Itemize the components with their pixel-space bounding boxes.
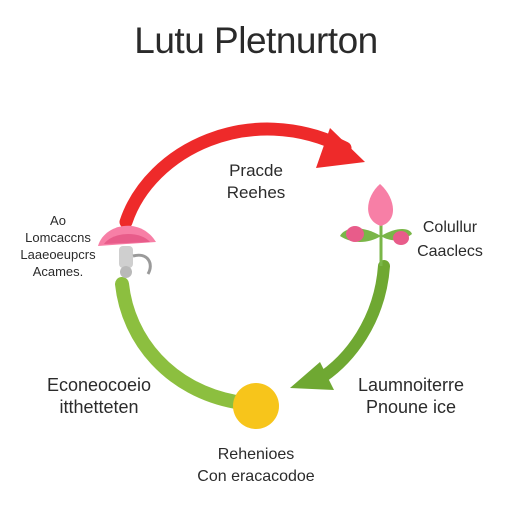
label-right-line: Colullur (422, 219, 478, 236)
label-bottom-right-line: Laumnoiterre (357, 375, 465, 395)
green-arrow-head (290, 362, 334, 390)
green-right-arc (312, 260, 390, 386)
label-left-line: Lomcaccns (25, 230, 91, 245)
label-bottom-line: Con eracacodoe (197, 468, 315, 485)
green-left-arc (115, 277, 243, 409)
label-bottom-right: Laumnoiterre Pnoune ice (336, 374, 486, 418)
label-bottom-left: Econeocoeio itthetteten (24, 374, 174, 418)
label-bottom-left-line: Econeocoeio (46, 375, 152, 395)
label-top-line: Pracde (229, 161, 283, 180)
label-bottom: Rehenioes Con eracacodoe (156, 444, 356, 488)
pink-flower-icon (340, 184, 412, 266)
label-bottom-line: Rehenioes (217, 446, 295, 463)
label-left: Ao Lomcaccns Laaeoeupcrs Acames. (2, 212, 114, 280)
label-top-line: Reehes (226, 183, 286, 202)
label-right: Colullur Caaclecs (400, 216, 500, 264)
red-cycle-arc (119, 122, 352, 229)
label-bottom-left-line: itthetteten (59, 397, 139, 417)
label-top: Pracde Reehes (206, 160, 306, 204)
label-left-line: Ao (50, 213, 66, 228)
label-bottom-right-line: Pnoune ice (365, 397, 457, 417)
label-left-line: Acames. (32, 264, 84, 279)
label-right-line: Caaclecs (417, 243, 483, 260)
label-left-line: Laaeoeupcrs (20, 247, 96, 262)
diagram-title: Lutu Pletnurton (134, 20, 378, 61)
pink-mushroom-icon (98, 225, 156, 278)
red-arrow-head (316, 128, 365, 168)
yellow-seed-icon (233, 383, 279, 429)
